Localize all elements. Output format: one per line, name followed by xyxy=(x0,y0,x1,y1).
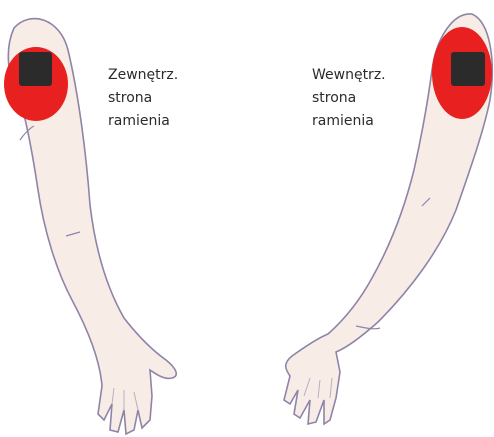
right-electrode-pad xyxy=(451,52,485,86)
left-arm-caption: Zewnętrz. strona ramienia xyxy=(108,64,178,133)
right-caption-line-2: strona xyxy=(312,87,386,110)
right-caption-line-1: Wewnętrz. xyxy=(312,64,386,87)
left-caption-line-2: strona xyxy=(108,87,178,110)
left-caption-line-1: Zewnętrz. xyxy=(108,64,178,87)
right-arm-caption: Wewnętrz. strona ramienia xyxy=(312,64,386,133)
left-caption-line-3: ramienia xyxy=(108,110,178,133)
left-electrode-pad xyxy=(19,52,52,86)
right-caption-line-3: ramienia xyxy=(312,110,386,133)
